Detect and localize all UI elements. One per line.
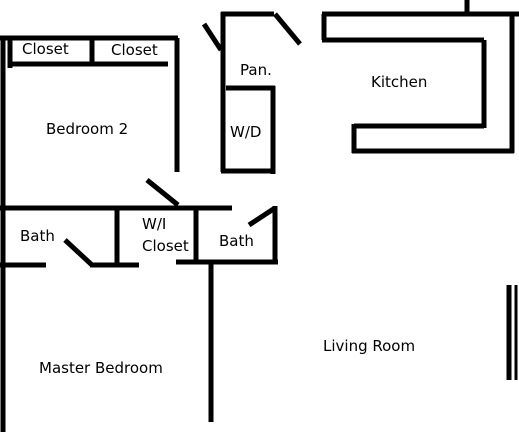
label-bath-left: Bath <box>20 227 55 245</box>
label-master-bedroom: Master Bedroom <box>39 359 163 377</box>
label-kitchen: Kitchen <box>371 73 427 91</box>
room-labels: Closet Closet Pan. Kitchen Bedroom 2 W/D… <box>20 40 427 377</box>
label-closet-right: Closet <box>111 41 158 59</box>
label-washer-dryer: W/D <box>230 123 261 141</box>
bath-right-door <box>247 205 277 228</box>
label-closet-left: Closet <box>22 40 69 58</box>
bedroom2-door <box>145 178 180 207</box>
label-living-room: Living Room <box>323 337 415 355</box>
label-walk-in-closet-line2: Closet <box>142 237 189 255</box>
pantry-door-right <box>273 12 302 46</box>
label-bedroom-2: Bedroom 2 <box>46 120 128 138</box>
label-pantry: Pan. <box>240 61 272 79</box>
label-bath-right: Bath <box>219 232 254 250</box>
bath-left-door <box>63 238 94 267</box>
pantry-door-left <box>201 22 224 52</box>
label-walk-in-closet-line1: W/I <box>142 215 166 233</box>
